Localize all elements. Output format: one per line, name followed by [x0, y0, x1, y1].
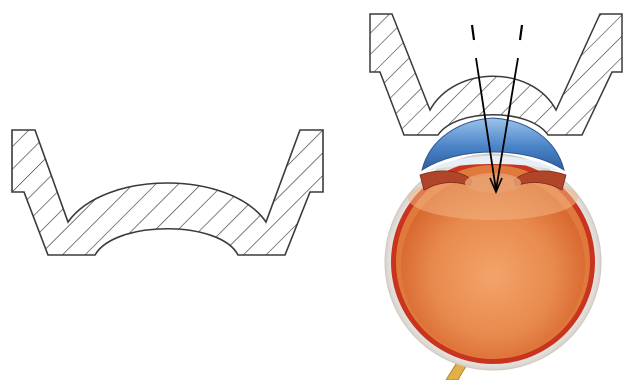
lens-cross-section-left [12, 130, 323, 255]
ray-right-dash [520, 25, 522, 40]
lens-profile-left [12, 130, 323, 255]
lens-profile-right [370, 14, 622, 135]
lens-cross-section-right [370, 14, 622, 135]
eye-illustration [385, 118, 601, 380]
ray-left-dash [472, 25, 474, 40]
